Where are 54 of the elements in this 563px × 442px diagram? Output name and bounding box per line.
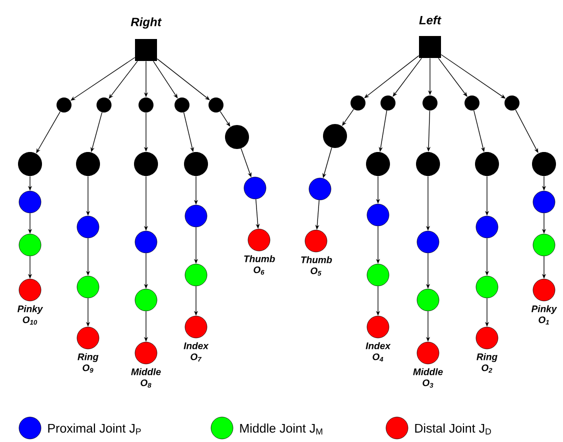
finger-label: Thumb O$_{5}$ — [301, 256, 332, 276]
legend-text: Distal Joint J$_{D}$ — [415, 424, 491, 434]
middle-joint-circle — [416, 288, 440, 312]
base-joint-circle — [225, 125, 249, 149]
proximal-joint-circle — [244, 176, 266, 200]
junction-circle — [464, 96, 480, 110]
middle-joint-circle — [476, 276, 498, 298]
proximal-joint-circle — [308, 178, 332, 200]
finger-label: Index O$_{7}$ — [184, 342, 209, 362]
finger-label: Pinky O$_{10}$ — [18, 305, 44, 325]
middle-joint-circle — [184, 264, 208, 286]
finger-label: Index O$_{4}$ — [366, 342, 391, 362]
proximal-joint-circle — [532, 190, 556, 214]
base-joint-circle — [134, 152, 158, 176]
junction-circle — [96, 98, 112, 112]
finger-label: Ring O$_{2}$ — [476, 353, 498, 373]
finger-label: Middle O$_{3}$ — [413, 368, 443, 388]
junction-circle — [380, 96, 396, 110]
legend-text: Proximal Joint J$_{P}$ — [48, 424, 141, 434]
base-joint-circle — [532, 152, 556, 176]
junction-circle — [208, 98, 224, 112]
base-joint-circle — [76, 152, 100, 176]
middle-joint-circle — [366, 264, 390, 286]
proximal-joint-circle — [184, 204, 208, 228]
middle-joint-circle — [76, 276, 100, 298]
finger-label: Thumb O$_{6}$ — [244, 255, 275, 275]
proximal-joint-circle — [76, 216, 100, 238]
proximal-joint-circle — [134, 230, 158, 254]
tree-title: Left — [419, 16, 442, 24]
finger-label: Pinky O$_{1}$ — [532, 305, 558, 325]
junction-circle — [56, 98, 72, 112]
tree-title: Right — [130, 17, 162, 29]
junction-circle — [174, 98, 190, 112]
finger-label: Ring O$_{9}$ — [78, 353, 98, 373]
base-joint-circle — [323, 124, 347, 148]
junction-circle — [350, 96, 366, 110]
proximal-joint-circle — [18, 190, 42, 214]
proximal-joint-circle — [366, 204, 390, 226]
finger-label: Middle O$_{8}$ — [131, 368, 161, 388]
middle-joint-circle — [134, 288, 158, 312]
junction-circle — [422, 96, 438, 110]
junction-circle — [504, 96, 520, 110]
junction-circle — [138, 98, 154, 112]
base-joint-circle — [18, 152, 42, 176]
legend-text: Middle Joint J$_{M}$ — [240, 424, 322, 434]
base-joint-circle — [416, 152, 440, 176]
proximal-joint-circle — [416, 230, 440, 254]
arrow — [364, 55, 420, 98]
middle-joint-circle — [532, 234, 556, 256]
proximal-joint-circle — [476, 216, 498, 238]
base-joint-circle — [184, 152, 208, 176]
base-joint-circle — [366, 152, 390, 176]
base-joint-circle — [475, 152, 499, 176]
middle-joint-circle — [18, 234, 42, 256]
